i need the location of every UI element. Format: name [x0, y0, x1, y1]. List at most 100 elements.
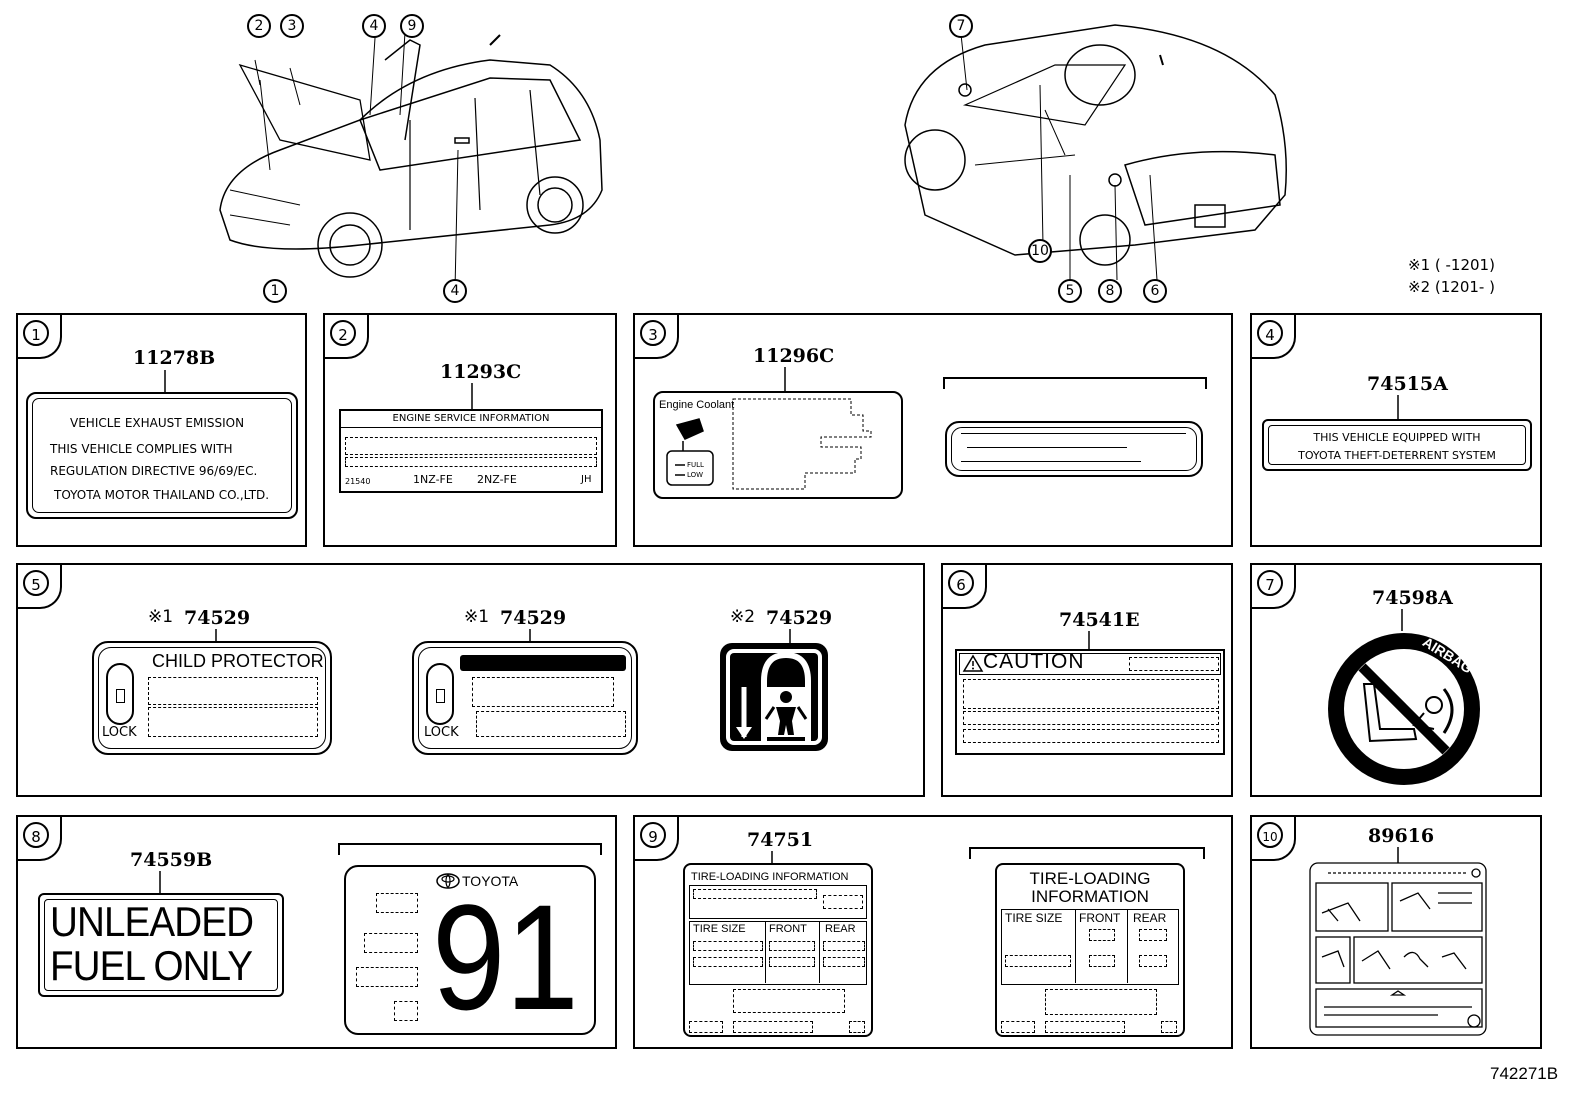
part-number-74559B: 74559B — [130, 849, 213, 871]
leader-line — [529, 629, 531, 643]
unleaded-fuel-label: UNLEADED FUEL ONLY — [38, 893, 284, 997]
leader-line — [215, 629, 217, 643]
part-number-74529-c: 74529 — [766, 607, 833, 629]
emission-line-1: VEHICLE EXHAUST EMISSION — [70, 416, 245, 430]
panel-3: 3 11296C Engine Coolant FULL LOW — [633, 313, 1233, 547]
caution-heading: CAUTION — [983, 650, 1085, 673]
panel-number-10: 10 — [1250, 815, 1296, 861]
tire-a-title: TIRE-LOADING INFORMATION — [691, 871, 849, 883]
leader-line — [1397, 847, 1399, 863]
theft-line-1: THIS VEHICLE EQUIPPED WITH — [1313, 431, 1481, 444]
leader-line — [1397, 395, 1399, 421]
emission-label: VEHICLE EXHAUST EMISSION THIS VEHICLE CO… — [26, 392, 298, 519]
panel-number-2: 2 — [323, 313, 369, 359]
tire-b-size: TIRE SIZE — [1005, 911, 1063, 925]
leader-line — [789, 629, 791, 643]
rear-car-illustration — [904, 24, 1287, 281]
airbag-warning-icon — [1328, 633, 1480, 785]
emission-line-3: REGULATION DIRECTIVE 96/69/EC. — [50, 464, 258, 478]
leader-line — [784, 367, 786, 393]
leader-line — [1088, 631, 1090, 651]
tire-a-rear: REAR — [825, 923, 856, 935]
leader-line — [1401, 609, 1403, 631]
child-protector-label: CHILD PROTECTOR LOCK — [92, 641, 332, 755]
part-number-74529-b: 74529 — [500, 607, 567, 629]
engine-service-header: ENGINE SERVICE INFORMATION — [341, 411, 601, 428]
panel-number-8: 8 — [16, 815, 62, 861]
leader-line — [771, 851, 773, 865]
callout-3: 3 — [280, 14, 304, 38]
note-1: ※1 ( -1201) — [1408, 256, 1495, 274]
panel-4: 4 74515A THIS VEHICLE EQUIPPED WITH TOYO… — [1250, 313, 1542, 547]
front-car-illustration — [219, 31, 603, 291]
callout-4-bottom: 4 — [443, 279, 467, 303]
panel-number-1: 1 — [16, 313, 62, 359]
panel-6: 6 74541E CAUTION — [941, 563, 1233, 797]
thai-instruction-label — [1309, 862, 1487, 1036]
thai-child-protector-label: LOCK — [412, 641, 638, 755]
tire-b-title-2: INFORMATION — [1031, 887, 1149, 906]
child-protector-title: CHILD PROTECTOR — [152, 651, 324, 671]
callout-5: 5 — [1058, 279, 1082, 303]
child-lock-pictogram-icon — [720, 643, 828, 751]
theft-deterrent-label: THIS VEHICLE EQUIPPED WITH TOYOTA THEFT-… — [1262, 419, 1532, 471]
lock-label-a: LOCK — [102, 725, 137, 740]
part-number-11296C: 11296C — [753, 345, 835, 367]
part-number-74529-a: 74529 — [184, 607, 251, 629]
note-mark-1: ※1 — [148, 607, 174, 627]
variant-bracket — [969, 847, 1205, 859]
leader-line — [164, 370, 166, 395]
callout-1: 1 — [263, 279, 287, 303]
leader-line — [471, 383, 473, 409]
coolant-text-area — [732, 398, 872, 490]
lock-label-b: LOCK — [424, 725, 459, 740]
theft-line-2: TOYOTA THEFT-DETERRENT SYSTEM — [1298, 449, 1496, 462]
note-mark-2: ※1 — [464, 607, 490, 627]
panel-number-9: 9 — [633, 815, 679, 861]
coolant-title: Engine Coolant — [659, 399, 735, 411]
callout-2: 2 — [247, 14, 271, 38]
panel-number-3: 3 — [633, 313, 679, 359]
engine-code-2: 2NZ-FE — [477, 473, 517, 486]
panel-number-7: 7 — [1250, 563, 1296, 609]
tire-a-front: FRONT — [769, 923, 807, 935]
tire-a-size: TIRE SIZE — [693, 923, 746, 935]
part-number-74541E: 74541E — [1059, 609, 1140, 631]
panel-8: 8 74559B UNLEADED FUEL ONLY TOYOTA 91 — [16, 815, 617, 1049]
figure-id: 742271B — [1490, 1064, 1559, 1083]
variant-bracket — [943, 377, 1207, 389]
coolant-label: Engine Coolant FULL LOW — [653, 391, 903, 499]
part-number-11293C: 11293C — [440, 361, 522, 383]
callout-8: 8 — [1098, 279, 1122, 303]
note-2: ※2 (1201- ) — [1408, 278, 1495, 296]
unleaded-line: UNLEADED — [50, 898, 254, 945]
tire-b-title-1: TIRE-LOADING — [1029, 869, 1151, 888]
footer-code: 21540 — [345, 477, 371, 486]
footer-right: JH — [581, 474, 592, 485]
panel-1: 1 11278B VEHICLE EXHAUST EMISSION THIS V… — [16, 313, 307, 547]
leader-line — [159, 871, 161, 895]
caution-label: CAUTION — [955, 649, 1225, 755]
low-mark: LOW — [687, 471, 704, 479]
tire-loading-label-b: TIRE-LOADING INFORMATION TIRE SIZE FRONT… — [995, 863, 1185, 1037]
engine-service-label: ENGINE SERVICE INFORMATION 21540 1NZ-FE … — [339, 409, 603, 493]
part-number-74515A: 74515A — [1367, 373, 1448, 395]
panel-number-5: 5 — [16, 563, 62, 609]
engine-code-1: 1NZ-FE — [413, 473, 453, 486]
part-number-89616: 89616 — [1368, 825, 1435, 847]
panel-number-6: 6 — [941, 563, 987, 609]
full-mark: FULL — [687, 461, 704, 469]
fuel-only-line: FUEL ONLY — [50, 942, 253, 989]
panel-10: 10 89616 — [1250, 815, 1542, 1049]
warning-triangle-icon — [962, 654, 984, 672]
part-number-11278B: 11278B — [133, 347, 216, 369]
tire-b-front: FRONT — [1079, 911, 1121, 925]
octane-number: 91 — [432, 873, 579, 1041]
panel-number-4: 4 — [1250, 313, 1296, 359]
callout-7: 7 — [949, 14, 973, 38]
thai-coolant-label — [945, 421, 1203, 477]
variant-bracket — [338, 843, 602, 855]
panel-7: 7 74598A AIRBAG — [1250, 563, 1542, 797]
note-mark-3: ※2 — [730, 607, 756, 627]
part-number-74751: 74751 — [747, 829, 814, 851]
